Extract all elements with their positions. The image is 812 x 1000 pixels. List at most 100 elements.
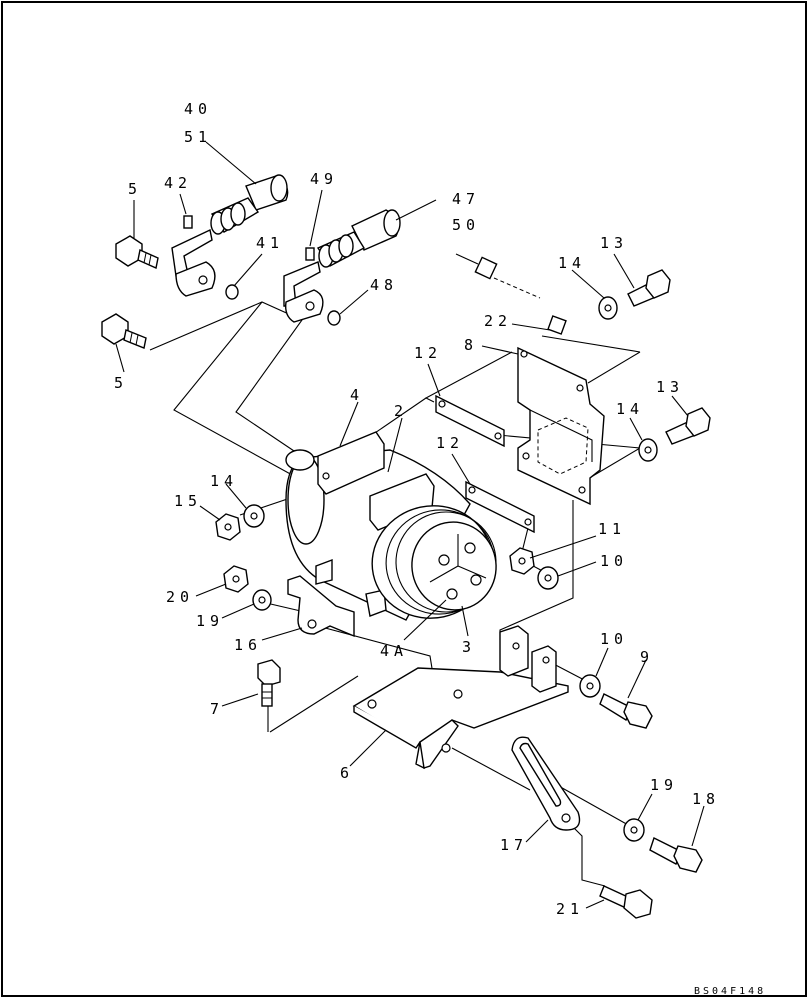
callout-4: 4 [350, 386, 364, 404]
assembly-line-hose-lower [149, 301, 303, 456]
callout-12-lower: 12 [436, 434, 464, 452]
assembly-line-switch-top [541, 335, 641, 353]
callout-51: 51 [184, 128, 212, 146]
hose-40-flange-hole [198, 275, 208, 285]
callout-15: 15 [174, 492, 202, 510]
washer-14-upper-hole [604, 304, 612, 312]
slotted-arm-17 [511, 736, 581, 831]
switch-hidden-line [493, 277, 541, 299]
callout-12-upper: 12 [414, 344, 442, 362]
base-tab-right [531, 645, 557, 693]
bolt-13-upper [627, 269, 671, 307]
hose-40-ring-3 [230, 202, 246, 226]
base-tab-left [499, 625, 529, 677]
callout-6: 6 [340, 764, 354, 782]
bolt-9 [599, 693, 653, 729]
assembly-line-base-to-arm [451, 747, 531, 791]
nut-20 [223, 565, 249, 593]
callout-5-upper: 5 [128, 180, 142, 198]
nut-15 [215, 513, 241, 541]
flange-bolt-7 [257, 659, 281, 707]
washer-19-left [252, 589, 272, 611]
hose-assembly-40 [171, 174, 289, 297]
callout-10-upper: 10 [600, 552, 628, 570]
callout-22: 22 [484, 312, 512, 330]
callout-3: 3 [462, 638, 476, 656]
nut-11 [509, 547, 535, 575]
bolt-18 [649, 837, 703, 873]
hose-51-end [270, 174, 288, 202]
assembly-line-bolt7 [269, 675, 359, 733]
callout-labels: 40 51 5 42 49 47 50 41 48 14 13 22 8 12 … [114, 100, 720, 918]
washer-10-upper [537, 566, 559, 590]
hose-47-flange [284, 289, 324, 323]
callout-11: 11 [598, 520, 626, 538]
washer-14-left [243, 504, 265, 528]
support-plate-8 [517, 346, 605, 506]
callout-40: 40 [184, 100, 212, 118]
bolt-5-upper-shank [137, 249, 159, 269]
hose-bolt-5-lower [101, 313, 147, 349]
callout-2: 2 [394, 402, 408, 420]
callout-16: 16 [234, 636, 262, 654]
callout-14-right: 14 [616, 400, 644, 418]
callout-21: 21 [556, 900, 584, 918]
assembly-line-hose-upper [173, 301, 295, 477]
callout-13-lower: 13 [656, 378, 684, 396]
spacer-bar-12-upper [435, 394, 505, 448]
callout-19-lower: 19 [650, 776, 678, 794]
o-ring-48 [327, 310, 341, 326]
support-plate-outline [517, 346, 605, 506]
assembly-line-bolt21 [567, 821, 606, 887]
callout-leaders [115, 141, 705, 909]
callout-9: 9 [640, 648, 654, 666]
service-valve-49 [305, 247, 315, 261]
callout-7: 7 [210, 700, 224, 718]
compressor [285, 431, 497, 621]
washer-19-lower [623, 818, 645, 842]
callout-49: 49 [310, 170, 338, 188]
washer-10-lower [579, 674, 601, 698]
o-ring-41 [225, 284, 239, 300]
callout-5-lower: 5 [114, 374, 128, 392]
hose-50-end [383, 209, 401, 237]
callout-14-upper: 14 [558, 254, 586, 272]
washer-14-right-hole [644, 446, 652, 454]
callout-47: 47 [452, 190, 480, 208]
callout-18: 18 [692, 790, 720, 808]
bolt-5-upper-head [115, 235, 143, 267]
callout-42: 42 [164, 174, 192, 192]
hose-47-ring-3 [338, 234, 354, 258]
callout-20: 20 [166, 588, 194, 606]
callout-13-upper: 13 [600, 234, 628, 252]
assembly-line-switch [587, 351, 641, 384]
callout-14-left: 14 [210, 472, 238, 490]
base-bracket-6 [352, 625, 569, 770]
drawing-code: BS04F148 [694, 986, 766, 997]
callout-10-lower: 10 [600, 630, 628, 648]
compressor-lower-lug-right [365, 589, 387, 617]
hose-40-flange [175, 261, 216, 297]
compressor-lower-lug-left [315, 558, 333, 585]
switch-22 [455, 253, 567, 335]
flange-bolt-21 [599, 885, 653, 919]
support-plate-hidden [537, 417, 589, 475]
hose-assembly-47 [283, 209, 401, 323]
bolt-5-lower-shank [123, 329, 147, 349]
hose-bolt-5-upper [115, 235, 159, 269]
callout-19-left: 19 [196, 612, 224, 630]
spacer-bar-12-lower [465, 480, 535, 534]
bolt-13-lower [665, 407, 711, 445]
callout-48: 48 [370, 276, 398, 294]
callout-8: 8 [464, 336, 478, 354]
callout-17: 17 [500, 836, 528, 854]
switch-connector [474, 256, 498, 280]
service-valve-42 [183, 215, 193, 229]
callout-4A: 4A [380, 642, 408, 660]
mount-bracket-block-4 [317, 431, 385, 495]
hose-47-flange-hole [305, 301, 315, 311]
adjust-link-16 [287, 575, 355, 638]
compressor-rear-boss [285, 449, 315, 471]
